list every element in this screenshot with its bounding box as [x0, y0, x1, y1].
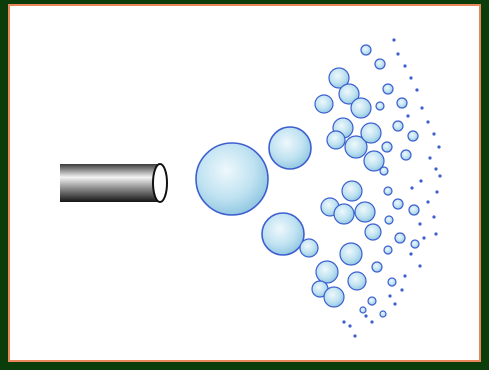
mist-dot: [426, 120, 429, 123]
mist-dot: [418, 222, 421, 225]
nozzle-body: [60, 164, 160, 202]
bubble-icon: [408, 131, 418, 141]
mist-dot: [437, 145, 440, 148]
mist-dot: [353, 334, 356, 337]
diagram-panel: [8, 4, 481, 362]
mist-dot: [415, 88, 418, 91]
mist-dot: [409, 252, 412, 255]
bubble-icon: [361, 45, 371, 55]
mist-dot: [410, 186, 413, 189]
mist-dot: [348, 324, 351, 327]
mist-dot: [393, 302, 396, 305]
bubble-icon: [383, 84, 393, 94]
bubble-icon: [315, 95, 333, 113]
bubble-icon: [372, 262, 382, 272]
bubble-icon: [395, 233, 405, 243]
mist-dot: [434, 167, 437, 170]
bubble-icon: [361, 123, 381, 143]
mist-dot: [420, 106, 423, 109]
mist-dot: [364, 314, 367, 317]
mist-dot: [370, 320, 373, 323]
bubble-icon: [365, 224, 381, 240]
bubble-icon: [376, 102, 384, 110]
mist-dot: [388, 294, 391, 297]
bubble-icon: [340, 243, 362, 265]
bubble-icon: [382, 142, 392, 152]
bubble-icon: [385, 216, 393, 224]
mist-dot: [403, 274, 406, 277]
droplet-cloud: [196, 38, 442, 337]
mist-dot: [418, 264, 421, 267]
bubble-icon: [300, 239, 318, 257]
bubble-icon: [368, 297, 376, 305]
mist-dot: [409, 76, 412, 79]
mist-dot: [403, 64, 406, 67]
bubble-icon: [393, 121, 403, 131]
atomization-diagram: [10, 6, 479, 360]
bubble-icon: [355, 202, 375, 222]
mist-dot: [435, 190, 438, 193]
bubble-icon: [397, 98, 407, 108]
bubble-icon: [324, 287, 344, 307]
nozzle-opening: [153, 164, 167, 202]
bubble-icon: [316, 261, 338, 283]
mist-dot: [438, 174, 441, 177]
nozzle-icon: [60, 164, 167, 202]
bubble-icon: [360, 307, 366, 313]
bubble-icon: [393, 199, 403, 209]
bubble-icon: [269, 127, 311, 169]
bubble-icon: [334, 204, 354, 224]
bubble-icon: [384, 187, 392, 195]
bubble-icon: [409, 205, 419, 215]
bubble-icon: [411, 240, 419, 248]
mist-dot: [396, 52, 399, 55]
mist-dot: [342, 320, 345, 323]
bubble-icon: [401, 150, 411, 160]
bubble-icon: [262, 213, 304, 255]
mist-dot: [406, 114, 409, 117]
mist-dot: [392, 38, 395, 41]
bubble-icon: [380, 311, 386, 317]
bubble-icon: [388, 278, 396, 286]
mist-dot: [428, 156, 431, 159]
mist-dot: [419, 179, 422, 182]
bubble-icon: [342, 181, 362, 201]
bubble-icon: [375, 59, 385, 69]
bubble-icon: [348, 272, 366, 290]
bubble-icon: [380, 167, 388, 175]
bubble-icon: [384, 246, 392, 254]
mist-dot: [432, 215, 435, 218]
mist-dot: [400, 288, 403, 291]
mist-dot: [432, 132, 435, 135]
mist-dot: [422, 236, 425, 239]
mist-dot: [434, 232, 437, 235]
bubble-icon: [196, 143, 268, 215]
mist-dot: [426, 200, 429, 203]
bubble-icon: [351, 98, 371, 118]
bubble-icon: [327, 131, 345, 149]
